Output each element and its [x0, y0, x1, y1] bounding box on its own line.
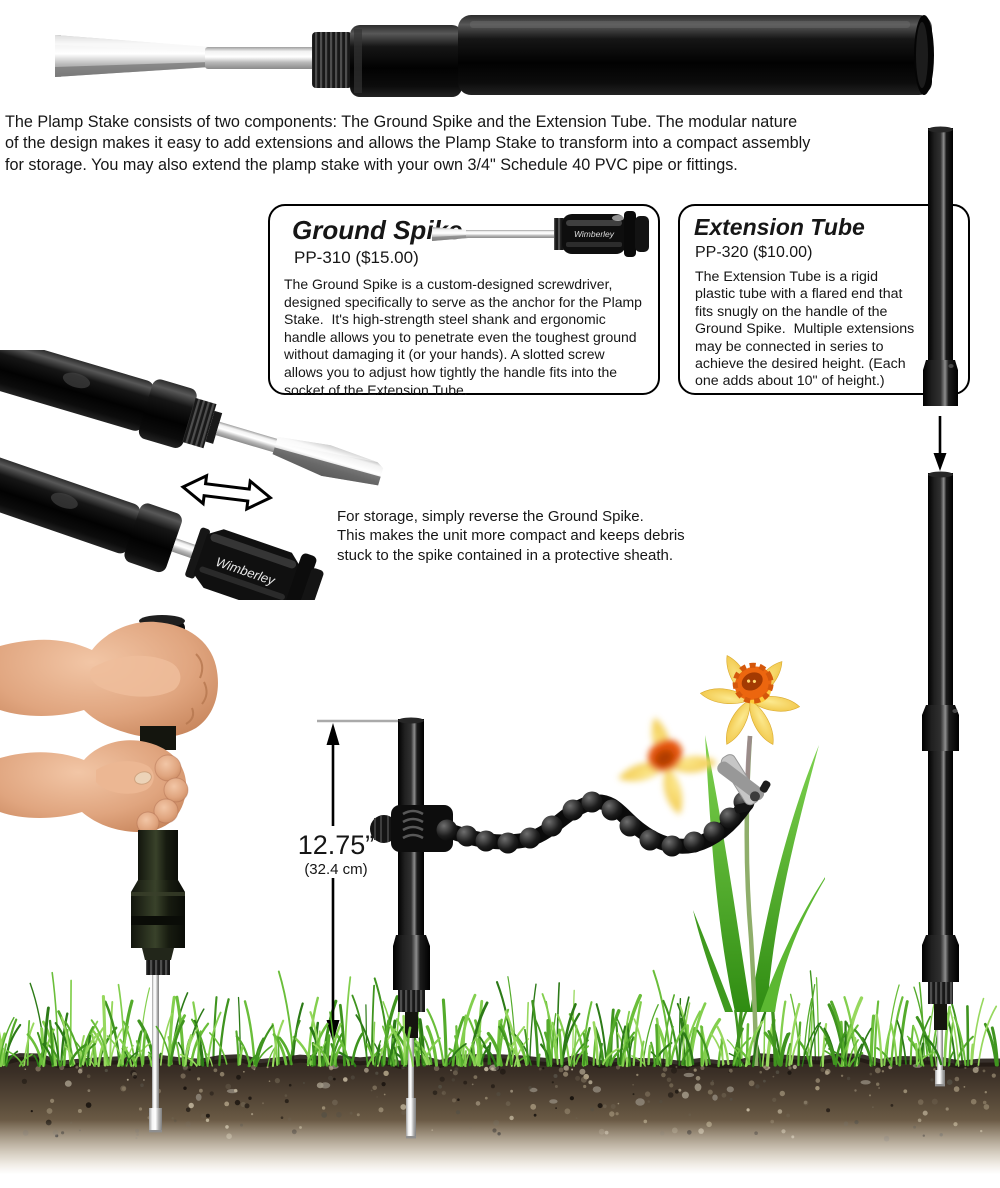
extension-tube-sku-price: PP-320 ($10.00): [695, 244, 813, 261]
stack-knurl: [928, 982, 953, 1004]
lower-fingers: [136, 754, 189, 835]
mini-shank: [466, 230, 558, 238]
arrow-down: [326, 1020, 340, 1042]
extension-tube-title: Extension Tube: [694, 214, 865, 240]
collar-ring: [354, 29, 362, 93]
mini-handle-flange: [624, 211, 636, 257]
mini-knurl: [554, 218, 564, 250]
ground-spike-photo: Wimberley: [432, 211, 649, 257]
stake-knurl: [146, 960, 170, 975]
mini-handle-facet: [566, 220, 622, 226]
stacked-assembly: [922, 471, 959, 1087]
tube: [458, 15, 932, 95]
tube-coupler: [922, 705, 959, 751]
plamp-stake-in-use-scene: [317, 655, 825, 1139]
tube-end-inner: [916, 22, 928, 88]
upper-thumb: [90, 655, 181, 697]
mini-glint: [612, 215, 624, 221]
measurement-graphics: [317, 719, 398, 1042]
extension-tube-stack: [922, 126, 959, 1087]
extension-tube-single: [923, 126, 958, 406]
extension-tube-box: Extension Tube PP-320 ($10.00) The Exten…: [678, 204, 970, 395]
thumbnail: [134, 771, 152, 785]
daffodil-trumpet: [732, 662, 774, 704]
measurement-inches: 12.75”: [297, 830, 375, 860]
spike-reversed-photo: Wimberley: [0, 453, 324, 600]
blurred-daffodil: [618, 717, 717, 815]
stack-spike: [937, 1030, 943, 1070]
plamp-flower-clip: [717, 754, 771, 814]
flared-end: [922, 935, 959, 982]
ground-spike-sku-price: PP-310 ($15.00): [294, 248, 419, 267]
storage-note: For storage, simply reverse the Ground S…: [337, 508, 685, 564]
left-spike: [152, 975, 159, 1108]
blade-shadow: [55, 62, 210, 77]
extension-tube-description: The Extension Tube is a rigid plastic tu…: [695, 269, 915, 390]
stake: [393, 717, 430, 1139]
mini-handle-facet2: [566, 242, 622, 247]
center-spike: [408, 1038, 414, 1098]
plamp-clamp: [370, 805, 453, 852]
assembled-plamp-stake-photo: [55, 15, 934, 97]
blade-highlight: [55, 35, 210, 52]
knurled-nut: [312, 32, 352, 88]
tube-highlight: [470, 21, 910, 28]
connect-arrow: [933, 416, 947, 471]
shank: [205, 47, 320, 69]
flexible-arm: [436, 791, 755, 857]
clamp-spring: [402, 809, 424, 840]
lower-thumb: [96, 761, 154, 794]
daffodil-leaves: [693, 735, 825, 1012]
collar: [350, 25, 462, 97]
stake-shaft: [138, 830, 178, 880]
storage-reversal-photos: Wimberley: [0, 350, 384, 600]
spike-extended-photo: [0, 350, 384, 486]
ground-spike-description: The Ground Spike is a custom-designed sc…: [284, 276, 642, 398]
handle-cap: [297, 568, 324, 600]
intro-paragraph: The Plamp Stake consists of two componen…: [5, 113, 811, 174]
stake-flare: [393, 935, 430, 990]
mini-brand-label: Wimberley: [574, 229, 615, 239]
soil-fade: [0, 1120, 1000, 1188]
mini-handle-cap: [635, 216, 649, 252]
knuckle-creases: [185, 653, 208, 725]
mini-blade-shadow: [432, 235, 468, 241]
handle-flange: [281, 553, 317, 600]
arrow-up: [326, 723, 340, 745]
set-screw: [948, 364, 954, 368]
hands-pushing-stake-photo: [0, 615, 218, 1133]
reverse-double-arrow: [180, 473, 274, 512]
daffodil-flower: [699, 655, 801, 745]
stake-handle-flare: [131, 880, 185, 948]
measurement-centimeters: (32.4 cm): [304, 861, 368, 878]
